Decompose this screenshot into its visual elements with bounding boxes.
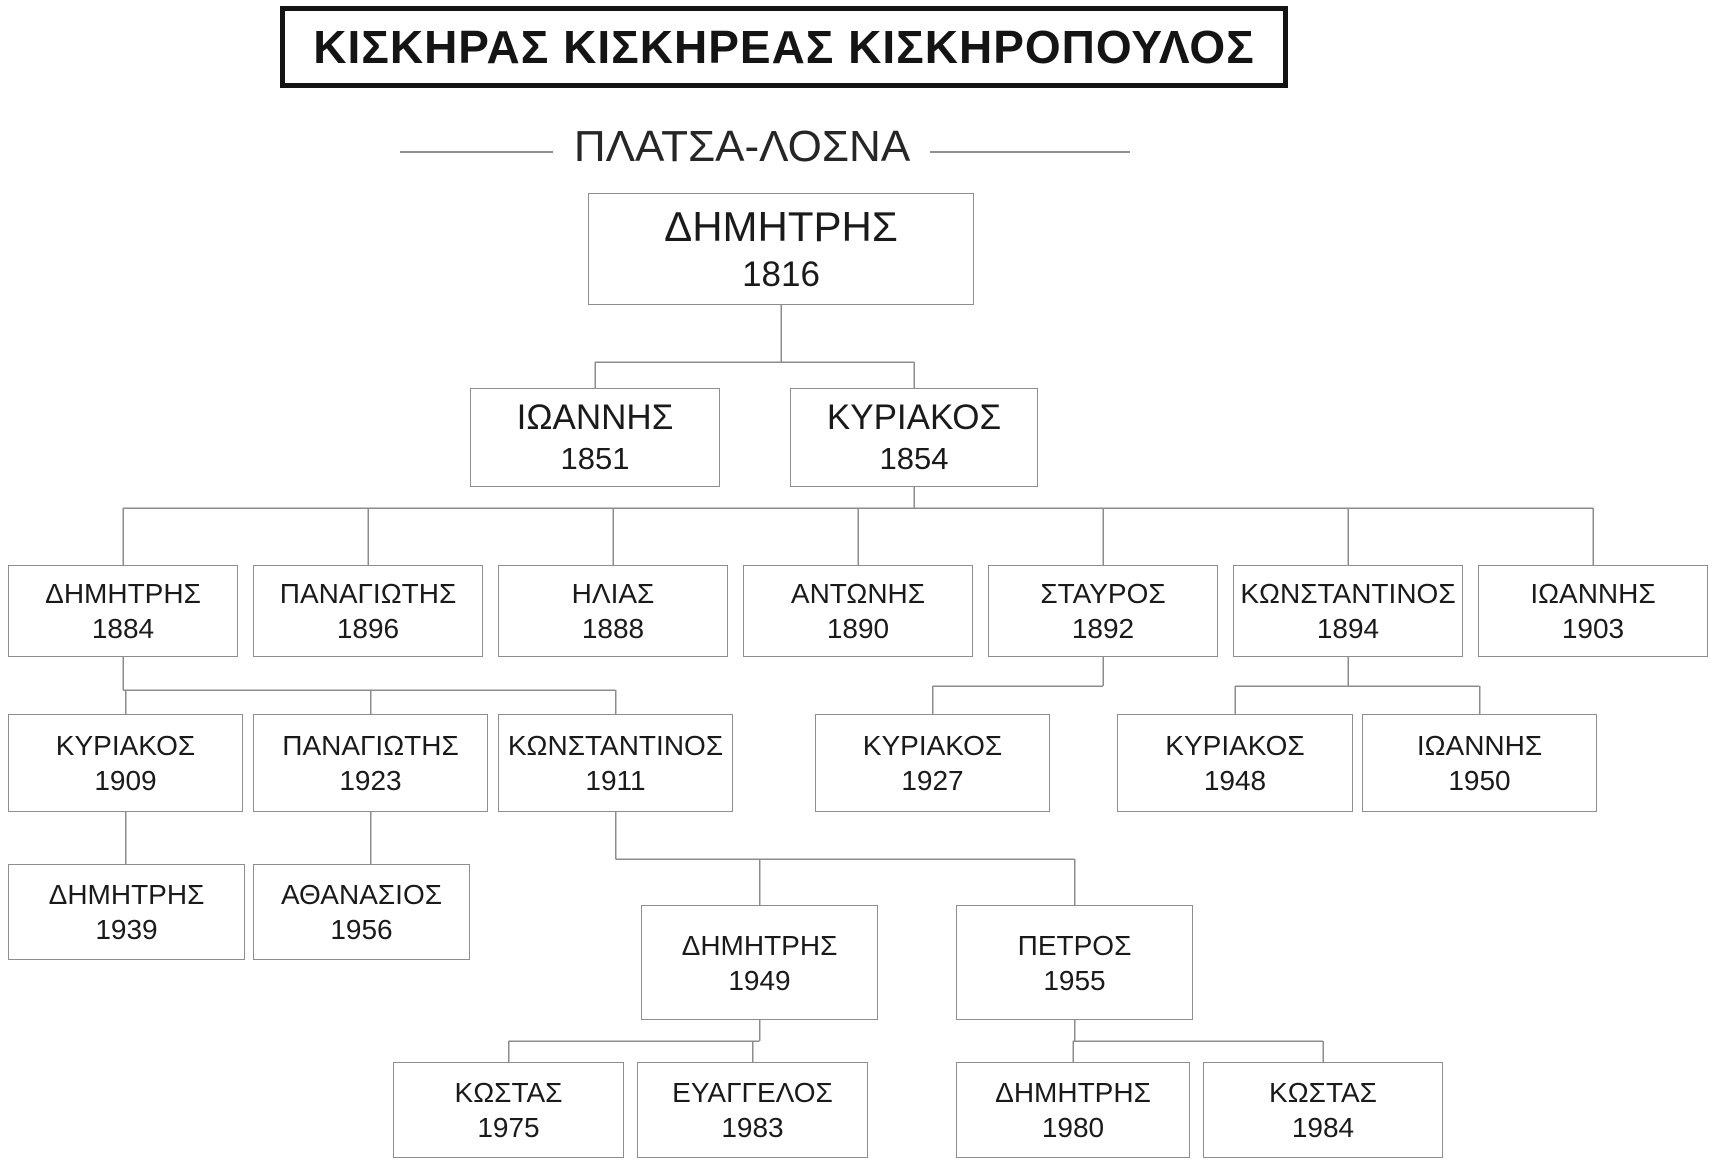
person-name: ΙΩΑΝΝΗΣ bbox=[516, 398, 674, 438]
person-name: ΚΩΝΣΤΑΝΤΙΝΟΣ bbox=[1240, 578, 1456, 609]
person-name: ΠΑΝΑΓΙΩΤΗΣ bbox=[282, 730, 459, 761]
person-name: ΗΛΙΑΣ bbox=[571, 578, 655, 609]
person-name: ΚΩΝΣΤΑΝΤΙΝΟΣ bbox=[507, 730, 724, 761]
person-year: 1984 bbox=[1291, 1112, 1355, 1143]
person-name: ΔΗΜΗΤΡΗΣ bbox=[45, 578, 201, 609]
subtitle-rule-left bbox=[400, 151, 553, 153]
subtitle: ΠΛΑΤΣΑ-ΛΟΣΝΑ bbox=[573, 122, 911, 171]
person-year: 1983 bbox=[721, 1112, 784, 1143]
person-box-kostas1975: ΚΩΣΤΑΣ 1975 bbox=[393, 1062, 624, 1158]
person-year: 1923 bbox=[339, 765, 402, 796]
person-year: 1939 bbox=[95, 914, 158, 945]
person-year: 1894 bbox=[1316, 613, 1380, 644]
person-name: ΔΗΜΗΤΡΗΣ bbox=[681, 929, 838, 961]
person-box-panagiotis1896: ΠΑΝΑΓΙΩΤΗΣ 1896 bbox=[253, 565, 483, 657]
page-title: ΚΙΣΚΗΡΑΣ ΚΙΣΚΗΡΕΑΣ ΚΙΣΚΗΡΟΠΟΥΛΟΣ bbox=[313, 21, 1255, 73]
person-box-ilias1888: ΗΛΙΑΣ 1888 bbox=[498, 565, 728, 657]
person-box-dimitris1980: ΔΗΜΗΤΡΗΣ 1980 bbox=[956, 1062, 1190, 1158]
person-year: 1892 bbox=[1071, 613, 1135, 644]
person-box-panagiotis1923: ΠΑΝΑΓΙΩΤΗΣ 1923 bbox=[253, 714, 488, 812]
person-year: 1854 bbox=[879, 441, 949, 476]
person-box-dimitris1884: ΔΗΜΗΤΡΗΣ 1884 bbox=[8, 565, 238, 657]
person-year: 1816 bbox=[742, 255, 820, 295]
person-year: 1890 bbox=[826, 613, 890, 644]
person-name: ΚΥΡΙΑΚΟΣ bbox=[862, 730, 1003, 761]
person-name: ΠΕΤΡΟΣ bbox=[1017, 929, 1132, 961]
person-year: 1955 bbox=[1043, 964, 1106, 996]
person-name: ΚΥΡΙΑΚΟΣ bbox=[826, 398, 1002, 438]
person-name: ΔΗΜΗΤΡΗΣ bbox=[48, 879, 205, 910]
person-name: ΣΤΑΥΡΟΣ bbox=[1040, 578, 1166, 609]
person-name: ΔΗΜΗΤΡΗΣ bbox=[664, 202, 898, 250]
person-box-kyriakos1909: ΚΥΡΙΑΚΟΣ 1909 bbox=[8, 714, 243, 812]
person-box-evangelos1983: ΕΥΑΓΓΕΛΟΣ 1983 bbox=[637, 1062, 868, 1158]
person-name: ΚΩΣΤΑΣ bbox=[454, 1077, 563, 1108]
person-box-kyriakos1927: ΚΥΡΙΑΚΟΣ 1927 bbox=[815, 714, 1050, 812]
title-box: ΚΙΣΚΗΡΑΣ ΚΙΣΚΗΡΕΑΣ ΚΙΣΚΗΡΟΠΟΥΛΟΣ bbox=[280, 6, 1288, 88]
person-name: ΚΩΣΤΑΣ bbox=[1269, 1077, 1377, 1108]
person-name: ΕΥΑΓΓΕΛΟΣ bbox=[672, 1077, 833, 1108]
person-box-kyriakos1948: ΚΥΡΙΑΚΟΣ 1948 bbox=[1117, 714, 1353, 812]
subtitle-rule-right bbox=[930, 151, 1130, 153]
person-name: ΚΥΡΙΑΚΟΣ bbox=[55, 730, 196, 761]
person-name: ΑΝΤΩΝΗΣ bbox=[790, 578, 926, 609]
person-year: 1949 bbox=[728, 964, 791, 996]
person-name: ΚΥΡΙΑΚΟΣ bbox=[1165, 730, 1305, 761]
person-name: ΠΑΝΑΓΙΩΤΗΣ bbox=[279, 578, 457, 609]
person-year: 1884 bbox=[91, 613, 155, 644]
person-name: ΙΩΑΝΝΗΣ bbox=[1530, 578, 1656, 609]
person-name: ΔΗΜΗΤΡΗΣ bbox=[995, 1077, 1151, 1108]
person-year: 1956 bbox=[330, 914, 393, 945]
person-box-ioannis1903: ΙΩΑΝΝΗΣ 1903 bbox=[1478, 565, 1708, 657]
person-year: 1980 bbox=[1041, 1112, 1105, 1143]
person-box-ioannis1950: ΙΩΑΝΝΗΣ 1950 bbox=[1362, 714, 1597, 812]
person-name: ΙΩΑΝΝΗΣ bbox=[1416, 730, 1543, 761]
person-box-antonis1890: ΑΝΤΩΝΗΣ 1890 bbox=[743, 565, 973, 657]
person-box-athanasios1956: ΑΘΑΝΑΣΙΟΣ 1956 bbox=[253, 864, 470, 960]
person-year: 1888 bbox=[581, 613, 645, 644]
person-box-konstantinos1894: ΚΩΝΣΤΑΝΤΙΝΟΣ 1894 bbox=[1233, 565, 1463, 657]
person-year: 1950 bbox=[1448, 765, 1511, 796]
person-year: 1911 bbox=[585, 765, 646, 796]
person-year: 1851 bbox=[560, 441, 630, 476]
person-box-kostas1984: ΚΩΣΤΑΣ 1984 bbox=[1203, 1062, 1443, 1158]
person-year: 1927 bbox=[901, 765, 964, 796]
person-year: 1896 bbox=[336, 613, 400, 644]
person-box-stavros1892: ΣΤΑΥΡΟΣ 1892 bbox=[988, 565, 1218, 657]
person-year: 1909 bbox=[94, 765, 157, 796]
person-box-dimitris1939: ΔΗΜΗΤΡΗΣ 1939 bbox=[8, 864, 245, 960]
person-name: ΑΘΑΝΑΣΙΟΣ bbox=[280, 879, 443, 910]
person-year: 1975 bbox=[477, 1112, 540, 1143]
person-year: 1948 bbox=[1203, 765, 1267, 796]
person-box-dimitris1816: ΔΗΜΗΤΡΗΣ 1816 bbox=[588, 193, 974, 305]
person-box-konstantinos1911: ΚΩΝΣΤΑΝΤΙΝΟΣ 1911 bbox=[498, 714, 733, 812]
person-year: 1903 bbox=[1561, 613, 1625, 644]
